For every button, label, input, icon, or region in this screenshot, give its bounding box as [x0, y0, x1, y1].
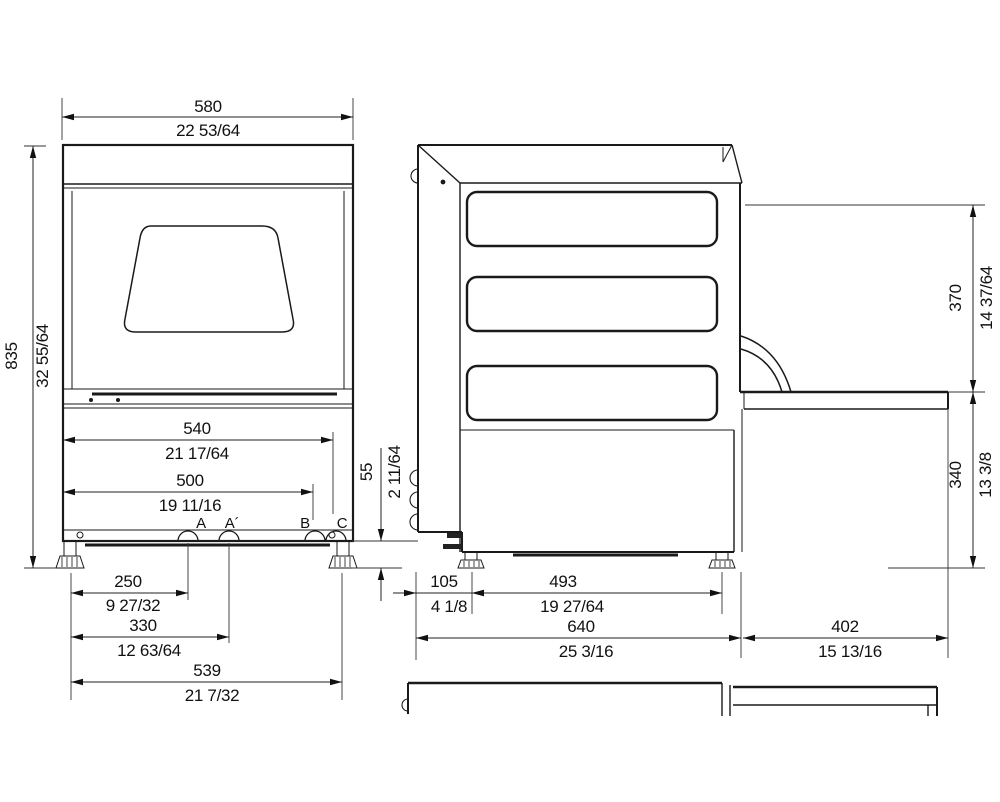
dim-250-inch: 9 27/32: [106, 596, 161, 615]
label-a-prime: A´: [225, 515, 239, 532]
dim-500-inch: 19 11/16: [159, 496, 222, 515]
side-table: [740, 390, 949, 410]
drain-hose: [740, 348, 783, 393]
connection-labels: A A´ B C: [196, 515, 348, 532]
dim-835-mm: 835: [2, 342, 21, 369]
side-view: [409, 144, 949, 569]
dim-330-inch: 12 63/64: [117, 641, 181, 660]
side-panel-3: [465, 364, 719, 422]
front-left-foot: [55, 540, 85, 569]
inlet-pipe: [443, 544, 462, 549]
dim-340-mm: 340: [946, 461, 965, 488]
dim-402-mm: 402: [831, 617, 858, 636]
dim-370-inch: 14 37/64: [977, 266, 996, 330]
hinge-dot: [116, 398, 120, 402]
side-left-foot: [457, 551, 485, 569]
dim-539-mm: 539: [193, 661, 220, 680]
dim-105-inch: 4 1/8: [431, 597, 467, 616]
edge-clip: [409, 491, 419, 509]
dim-105-493-640-402: 105 4 1/8 493 19 27/64 640 25 3/16 402 1…: [393, 409, 949, 661]
dim-width-580: 580 22 53/64: [61, 97, 354, 140]
dim-540: 540 21 17/64: [63, 419, 334, 514]
drain-hose: [740, 335, 792, 393]
dim-402-inch: 15 13/16: [818, 642, 882, 661]
dim-640-inch: 25 3/16: [559, 642, 614, 661]
dim-580-inch: 22 53/64: [176, 121, 240, 140]
dim-500-mm: 500: [176, 471, 203, 490]
notch-b: [304, 530, 326, 542]
side-panel-1: [465, 190, 719, 248]
plan-view-partial: [401, 681, 938, 716]
dim-493-mm: 493: [549, 572, 576, 591]
dim-835-inch: 32 55/64: [33, 324, 52, 388]
label-b: B: [300, 515, 310, 532]
dim-640-mm: 640: [567, 617, 594, 636]
dim-55-mm: 55: [357, 463, 376, 481]
dim-580-mm: 580: [194, 97, 221, 116]
front-view: [55, 143, 358, 569]
dim-540-mm: 540: [183, 419, 210, 438]
dim-250-330-539: 250 9 27/32 330 12 63/64 539 21 7/32: [70, 543, 343, 705]
drain-pipe: [447, 533, 462, 538]
dim-330-mm: 330: [129, 616, 156, 635]
dim-370-mm: 370: [946, 284, 965, 311]
notch-c: [325, 530, 347, 542]
edge-clip: [401, 698, 409, 712]
dim-105-mm: 105: [430, 572, 457, 591]
label-c: C: [337, 515, 348, 532]
dim-370-340: 370 14 37/64 340 13 3/8: [745, 204, 996, 569]
hinge-dot: [89, 398, 93, 402]
edge-clip: [409, 469, 419, 487]
notch-a: [177, 530, 199, 542]
dim-340-inch: 13 3/8: [976, 452, 995, 497]
label-a: A: [196, 515, 206, 532]
panel-dot: [440, 179, 446, 185]
dim-250-mm: 250: [114, 572, 141, 591]
edge-clip: [409, 513, 419, 531]
dim-540-inch: 21 17/64: [165, 444, 229, 463]
side-right-foot: [708, 551, 736, 569]
side-panel-2: [465, 275, 719, 333]
edge-clip: [410, 168, 419, 184]
dim-539-inch: 21 7/32: [185, 686, 240, 705]
notch-a-prime: [218, 530, 240, 542]
dim-500: 500 19 11/16: [63, 471, 314, 520]
dim-55-inch: 2 11/64: [385, 445, 404, 498]
dim-493-inch: 19 27/64: [540, 597, 604, 616]
door-window: [123, 225, 295, 333]
screw-hole: [76, 531, 84, 539]
dim-height-835: 835 32 55/64: [2, 145, 56, 569]
dim-55-feet-height: 55 2 11/64: [352, 445, 418, 601]
front-right-foot: [328, 540, 358, 569]
